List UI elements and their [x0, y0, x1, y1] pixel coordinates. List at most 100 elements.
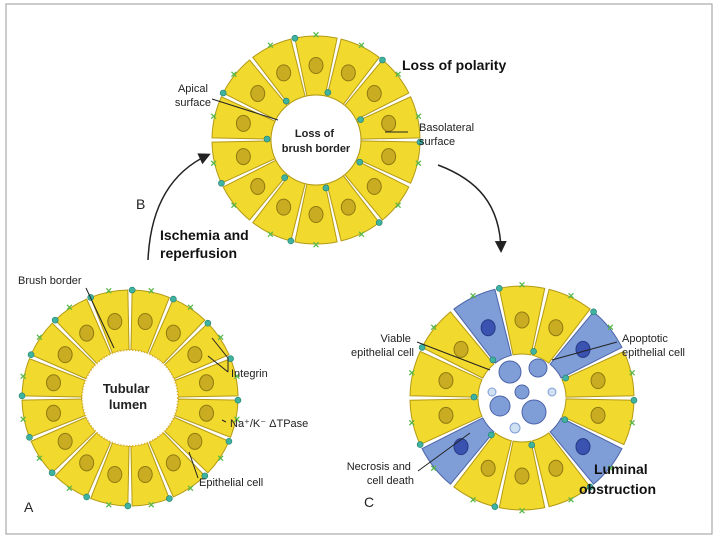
nucleus	[199, 404, 215, 422]
luminal-debris	[528, 358, 548, 378]
na-k-pump	[287, 237, 295, 245]
na-k-pump	[51, 316, 59, 324]
integrin-icon: ✕	[312, 240, 320, 250]
brush-border-label: Brush border	[18, 275, 82, 287]
nucleus	[514, 467, 530, 485]
necrosis-label: Necrosis and cell death	[347, 461, 414, 487]
nucleus	[57, 432, 73, 450]
na-k-pump	[356, 158, 364, 166]
luminal-debris	[514, 384, 530, 400]
integrin-icon: ✕	[210, 112, 218, 122]
nucleus	[107, 312, 123, 330]
na-k-pump	[416, 441, 424, 448]
integrin-icon: ✕	[267, 40, 275, 50]
na-k-pump	[26, 434, 33, 441]
integrin-icon: ✕	[607, 463, 615, 473]
nucleus	[438, 406, 454, 424]
ring-b-cells: ✕✕✕✕✕✕✕✕✕✕✕✕✕✕	[210, 30, 424, 250]
integrin-icon: ✕	[105, 286, 113, 296]
luminal-debris	[521, 399, 547, 425]
integrin-icon: ✕	[217, 454, 225, 464]
integrin-icon: ✕	[628, 368, 636, 378]
nucleus	[366, 177, 382, 195]
na-k-pump	[418, 344, 426, 351]
nucleus	[480, 319, 496, 337]
integrin-icon: ✕	[469, 495, 477, 505]
nucleus	[575, 438, 591, 456]
integrin-icon: ✕	[19, 372, 27, 382]
integrin-icon: ✕	[230, 70, 238, 80]
na-k-atpase-label: Na⁺/K⁻ ΔTPase	[230, 418, 308, 430]
na-k-pump	[528, 441, 536, 449]
nucleus	[250, 85, 266, 103]
nucleus	[235, 148, 251, 166]
na-k-pump	[204, 319, 212, 327]
arrow-a-to-b	[147, 153, 211, 261]
integrin-icon: ✕	[210, 158, 218, 168]
integrin-icon: ✕	[394, 70, 402, 80]
integrin-icon: ✕	[147, 500, 155, 510]
integrin-icon: ✕	[394, 200, 402, 210]
integrin-icon: ✕	[415, 158, 423, 168]
integrin-icon: ✕	[36, 454, 44, 464]
nucleus	[79, 324, 95, 342]
panel-a-letter: A	[24, 499, 34, 515]
integrin-icon: ✕	[408, 418, 416, 428]
nucleus	[45, 374, 61, 392]
na-k-pump	[291, 34, 299, 42]
integrin-icon: ✕	[430, 463, 438, 473]
obstructed-lumen	[487, 358, 557, 434]
nucleus	[45, 404, 61, 422]
integrin-icon: ✕	[628, 418, 636, 428]
integrin-icon: ✕	[267, 230, 275, 240]
integrin-icon: ✕	[567, 291, 575, 301]
na-k-pump	[166, 495, 173, 502]
integrin-icon: ✕	[518, 506, 526, 516]
nucleus	[453, 340, 469, 358]
na-k-pump	[282, 97, 290, 105]
nucleus	[590, 372, 606, 390]
integrin-icon: ✕	[607, 323, 615, 333]
integrin-icon: ✕	[187, 484, 195, 494]
panel-b-letter: B	[136, 196, 145, 212]
tubular-lumen	[81, 349, 179, 447]
na-k-pump	[48, 469, 56, 477]
na-k-pump	[357, 116, 364, 123]
nucleus	[381, 114, 397, 132]
na-k-pump	[201, 472, 209, 480]
nucleus	[590, 406, 606, 424]
na-k-pump	[491, 503, 499, 510]
nucleus	[137, 312, 153, 330]
luminal-debris	[489, 395, 511, 417]
arrow-b-to-c	[437, 164, 507, 253]
nucleus	[137, 466, 153, 484]
na-k-pump	[281, 174, 288, 181]
integrin-icon: ✕	[217, 332, 225, 342]
luminal-debris	[509, 422, 521, 434]
na-k-pump	[375, 219, 383, 226]
na-k-pump	[322, 184, 330, 192]
na-k-pump	[225, 438, 233, 445]
nucleus	[308, 57, 324, 74]
nucleus	[187, 432, 203, 450]
integrin-label: Integrin	[231, 368, 268, 380]
panel-c-title: Luminal obstruction	[579, 461, 656, 497]
integrin-icon: ✕	[567, 495, 575, 505]
na-k-pump	[562, 374, 569, 382]
nucleus	[187, 346, 203, 364]
nucleus	[276, 198, 292, 216]
nucleus	[79, 454, 95, 472]
integrin-icon: ✕	[358, 40, 366, 50]
nucleus	[276, 64, 292, 82]
luminal-debris	[498, 360, 522, 384]
na-k-pump	[124, 502, 132, 510]
panel-b-title: Loss of polarity	[402, 57, 506, 73]
integrin-icon: ✕	[187, 302, 195, 312]
nucleus	[366, 85, 382, 103]
viable-cell-label: Viable epithelial cell	[351, 333, 414, 359]
nucleus	[548, 459, 564, 477]
integrin-icon: ✕	[415, 112, 423, 122]
na-k-pump	[586, 483, 594, 491]
na-k-pump	[495, 285, 503, 292]
nucleus	[308, 206, 324, 223]
